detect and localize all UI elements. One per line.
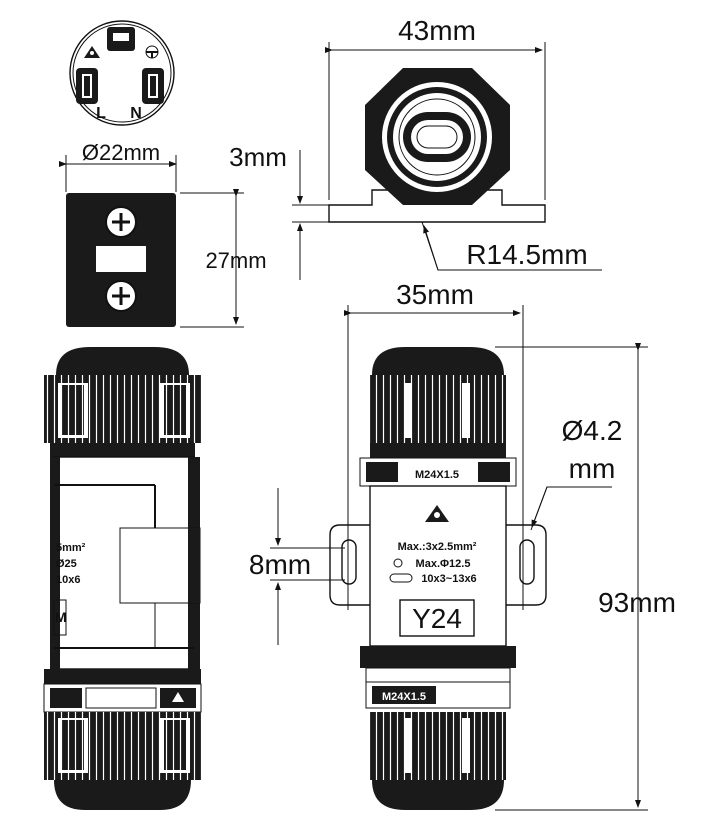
dimension-width-43: 43mm	[398, 15, 476, 46]
dimension-height-27: 27mm	[205, 248, 266, 273]
label-flat-cable: 10x3~13x6	[421, 573, 476, 585]
terminal-body-view: Ø22mm 27mm	[59, 140, 267, 328]
dimension-slot-8: 8mm	[249, 549, 311, 580]
earth-symbol-icon	[145, 45, 159, 59]
dimension-length-93: 93mm	[598, 587, 676, 618]
dimension-hole-diameter-unit: mm	[569, 453, 616, 484]
dimension-thickness-3: 3mm	[229, 142, 287, 172]
end-view-socket: L N	[69, 20, 175, 126]
terminal-label-n: N	[130, 105, 142, 122]
side-model-fragment: M	[55, 609, 67, 625]
dimension-hole-diameter: Ø4.2	[562, 415, 623, 446]
side-label-fragment-1: 5mm²	[56, 542, 86, 554]
side-label-fragment-3: 10x6	[56, 574, 80, 586]
dimension-width-35: 35mm	[396, 279, 474, 310]
warning-triangle-icon	[84, 46, 100, 58]
model-label: Y24	[412, 603, 462, 634]
side-view-connector: 5mm² Ø25 10x6 M	[43, 347, 202, 810]
label-max-wire: Max.:3x2.5mm²	[398, 541, 477, 553]
terminal-label-l: L	[96, 105, 106, 122]
dimension-radius: R14.5mm	[466, 239, 587, 270]
side-label-fragment-2: Ø25	[56, 558, 77, 570]
thread-label-bottom: M24X1.5	[382, 691, 426, 703]
label-max-round: Max.Φ12.5	[416, 558, 471, 570]
front-view-connector: 35mm M24X1.5 Max.:3x2.5mm² Max.Φ12.5 10x…	[249, 279, 676, 811]
end-view-mounting: 43mm 3mm R14.5mm	[229, 15, 602, 280]
thread-label-top: M24X1.5	[415, 469, 459, 481]
dimension-diameter-22: Ø22mm	[82, 140, 160, 165]
warning-symbol-icon	[425, 505, 449, 522]
